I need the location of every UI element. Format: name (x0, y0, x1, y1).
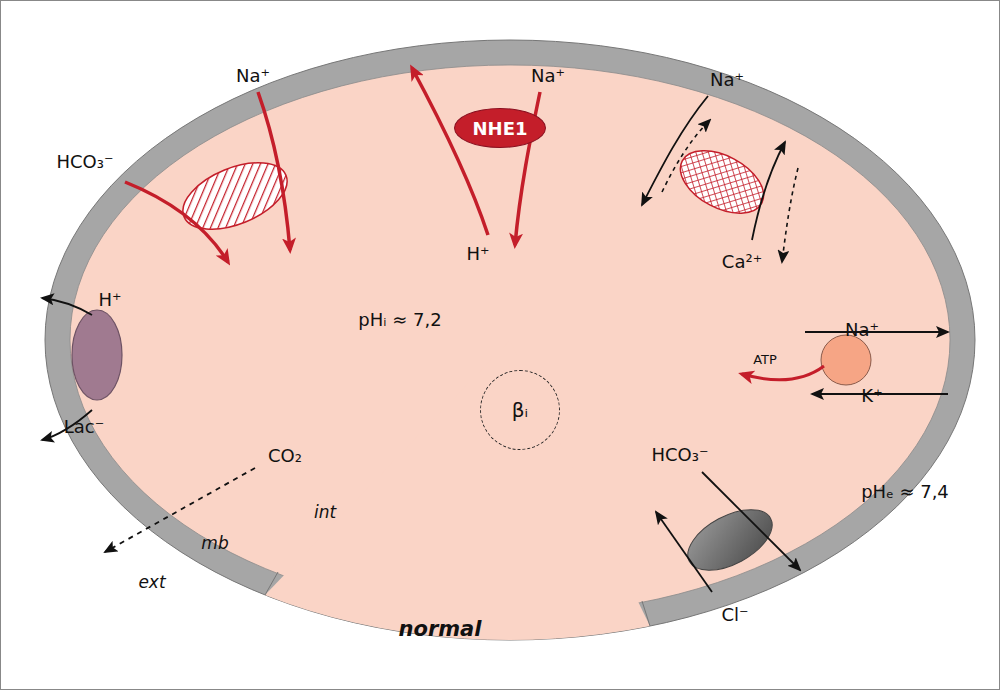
ion-label: K⁺ (861, 386, 882, 406)
ion-label: HCO₃⁻ (652, 445, 709, 465)
co2-diffusion-arrow (105, 468, 255, 552)
cl-hco3-exchanger (678, 497, 782, 583)
state-caption: normal (399, 618, 482, 641)
lactate-transporter (72, 310, 122, 400)
na-reverse-arrow (662, 120, 710, 192)
buffer-circle: βᵢ (480, 370, 560, 450)
ph-label: pHᵢ ≈ 7,2 (358, 310, 441, 330)
ion-label: H⁺ (98, 290, 121, 310)
hco3-in-arrow (125, 182, 228, 262)
molecule-label: CO₂ (268, 446, 302, 466)
ph-label: pHₑ ≈ 7,4 (861, 482, 949, 502)
na-k-pump (821, 335, 871, 385)
hco3-out-arrow (702, 472, 800, 570)
ion-label: Na⁺ (236, 66, 270, 86)
cl-in-arrow (656, 512, 712, 592)
ca-exchange-arrow (752, 142, 785, 240)
atp-arrow (742, 366, 824, 380)
ion-label: Na⁺ (710, 70, 744, 90)
ion-label: HCO₃⁻ (57, 152, 114, 172)
h-out-arrow (42, 298, 92, 315)
membrane-gap (265, 340, 650, 640)
ca-reverse-arrow (782, 168, 798, 262)
membrane (45, 40, 975, 640)
region-label: int (314, 503, 336, 522)
na-exchange-arrow (642, 96, 708, 205)
region-label: ext (138, 573, 165, 592)
ion-label: H⁺ (466, 244, 489, 264)
ion-label: Na⁺ (845, 320, 879, 340)
ion-label: Na⁺ (531, 66, 565, 86)
na-in-arrow (258, 92, 290, 250)
node-text: βᵢ (512, 398, 528, 422)
ion-label: Lac⁻ (64, 417, 104, 437)
nhe1-exchanger: NHE1 (454, 108, 546, 148)
ion-label: Ca²⁺ (722, 252, 762, 272)
node-text: NHE1 (473, 118, 528, 139)
atp-label: ATP (753, 353, 777, 367)
ion-label: Cl⁻ (721, 605, 748, 625)
region-label: mb (201, 534, 228, 553)
h-out-arrow (412, 68, 488, 235)
